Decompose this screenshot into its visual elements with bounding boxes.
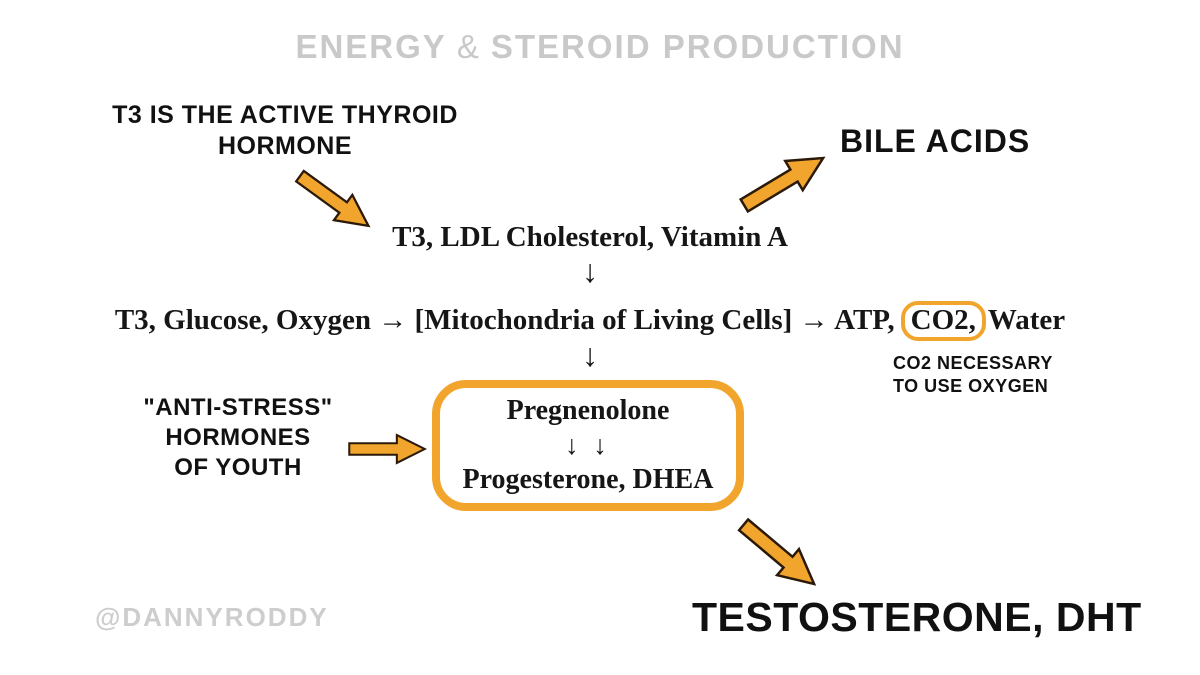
arrow-t3-to-inputs-icon [294,169,371,228]
reaction-pre: T3, Glucose, Oxygen → [Mitochondria of L… [114,304,895,336]
arrow-to-bile-acids-icon [738,156,826,214]
anti-stress-note: "ANTI-STRESS" HORMONES OF YOUTH [110,393,366,483]
co2-highlight: CO2, [900,301,986,342]
t3-note-line1: T3 IS THE ACTIVE THYROID [112,101,458,129]
pregnenolone-label: Pregnenolone [506,395,670,427]
page-title: ENERGY&STEROID PRODUCTION [0,28,1200,66]
co2-necessary-note: CO2 NECESSARY TO USE OXYGEN [893,352,1053,397]
t3-note-line2: HORMONE [217,132,353,161]
watermark: @DANNYRODDY [95,602,329,632]
testosterone-dht-label: TESTOSTERONE, DHT [692,594,1142,640]
anti-stress-line1: "ANTI-STRESS" [143,394,333,421]
t3-active-thyroid-note: T3 IS THE ACTIVE THYROID HORMONE [85,100,485,163]
arrow-anti-stress-to-box-icon [348,433,428,465]
page-title-part1: ENERGY [295,28,447,65]
down-arrow-1: ↓ [582,253,598,289]
progesterone-dhea-label: Progesterone, DHEA [462,463,714,495]
page-title-ampersand: & [456,28,481,65]
anti-stress-line2: HORMONES [165,424,311,451]
pregnenolone-box: Pregnenolone ↓ ↓ Progesterone, DHEA [432,380,744,511]
arrow-box-to-testosterone-icon [737,517,817,586]
co2-note-line2: TO USE OXYGEN [893,375,1049,396]
reaction-post: Water [987,304,1066,336]
inputs-line: T3, LDL Cholesterol, Vitamin A [392,221,788,253]
bile-acids-label: BILE ACIDS [840,123,1031,159]
anti-stress-line3: OF YOUTH [174,454,302,481]
double-down-arrows: ↓ ↓ [565,430,611,461]
co2-note-line1: CO2 NECESSARY [893,353,1053,373]
reaction-line: T3, Glucose, Oxygen → [Mitochondria of L… [0,301,1180,342]
page-title-part2: STEROID PRODUCTION [490,28,905,65]
down-arrow-2: ↓ [582,337,598,373]
